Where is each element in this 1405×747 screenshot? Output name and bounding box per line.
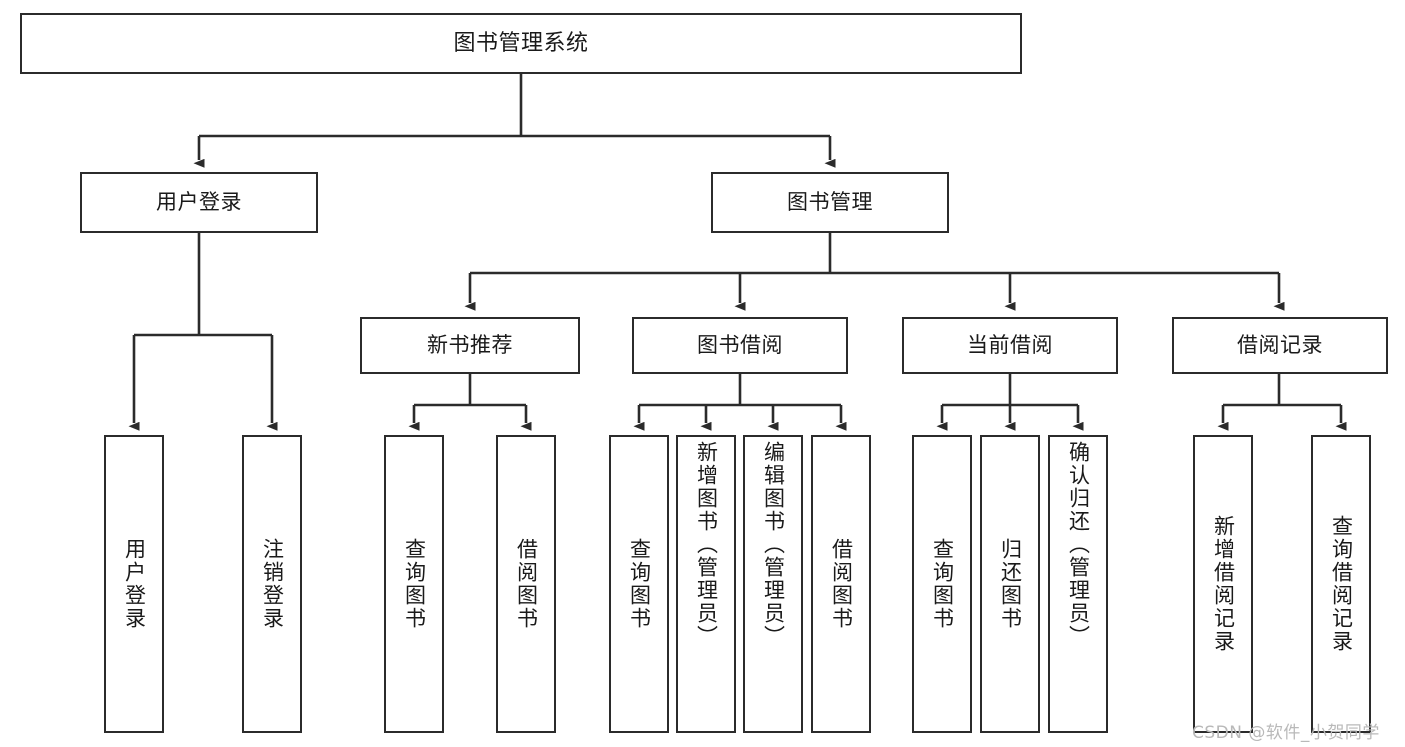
leaf-new-book-borrow-book[interactable]: 借阅图书: [496, 435, 556, 733]
node-label: 确认归还（管理员）: [1066, 441, 1091, 648]
csdn-watermark: CSDN @软件_小贺同学: [1192, 723, 1380, 743]
node-label: 借阅图书: [514, 538, 539, 630]
node-label: 图书管理: [787, 190, 873, 215]
node-root-system[interactable]: 图书管理系统: [20, 13, 1022, 74]
node-book-borrow[interactable]: 图书借阅: [632, 317, 848, 374]
leaf-current-borrow-confirm-return[interactable]: 确认归还（管理员）: [1048, 435, 1108, 733]
node-label: 新增图书（管理员）: [694, 441, 719, 648]
node-label: 借阅图书: [829, 538, 854, 630]
leaf-current-borrow-query-book[interactable]: 查询图书: [912, 435, 972, 733]
node-label: 新书推荐: [427, 333, 513, 358]
node-label: 编辑图书（管理员）: [761, 441, 786, 648]
node-label: 查询借阅记录: [1329, 515, 1354, 653]
leaf-book-borrow-query-book[interactable]: 查询图书: [609, 435, 669, 733]
leaf-book-borrow-edit-book[interactable]: 编辑图书（管理员）: [743, 435, 803, 733]
leaf-borrow-record-query-record[interactable]: 查询借阅记录: [1311, 435, 1371, 733]
leaf-current-borrow-return-book[interactable]: 归还图书: [980, 435, 1040, 733]
node-label: 查询图书: [627, 538, 652, 630]
node-label: 归还图书: [998, 538, 1023, 630]
leaf-new-book-query-book[interactable]: 查询图书: [384, 435, 444, 733]
leaf-user-login-logout[interactable]: 注销登录: [242, 435, 302, 733]
node-label: 查询图书: [930, 538, 955, 630]
node-label: 借阅记录: [1237, 333, 1323, 358]
node-label: 图书管理系统: [453, 30, 589, 56]
leaf-borrow-record-add-record[interactable]: 新增借阅记录: [1193, 435, 1253, 733]
leaf-book-borrow-borrow-book[interactable]: 借阅图书: [811, 435, 871, 733]
leaf-user-login-login[interactable]: 用户登录: [104, 435, 164, 733]
node-label: 注销登录: [260, 538, 285, 630]
leaf-book-borrow-add-book[interactable]: 新增图书（管理员）: [676, 435, 736, 733]
node-label: 查询图书: [402, 538, 427, 630]
node-label: 新增借阅记录: [1211, 515, 1236, 653]
node-user-login[interactable]: 用户登录: [80, 172, 318, 233]
node-label: 图书借阅: [697, 333, 783, 358]
node-new-book-recommend[interactable]: 新书推荐: [360, 317, 580, 374]
node-label: 用户登录: [156, 190, 242, 215]
node-label: 用户登录: [122, 538, 147, 630]
node-label: 当前借阅: [967, 333, 1053, 358]
node-current-borrow[interactable]: 当前借阅: [902, 317, 1118, 374]
node-book-management[interactable]: 图书管理: [711, 172, 949, 233]
node-borrow-record[interactable]: 借阅记录: [1172, 317, 1388, 374]
